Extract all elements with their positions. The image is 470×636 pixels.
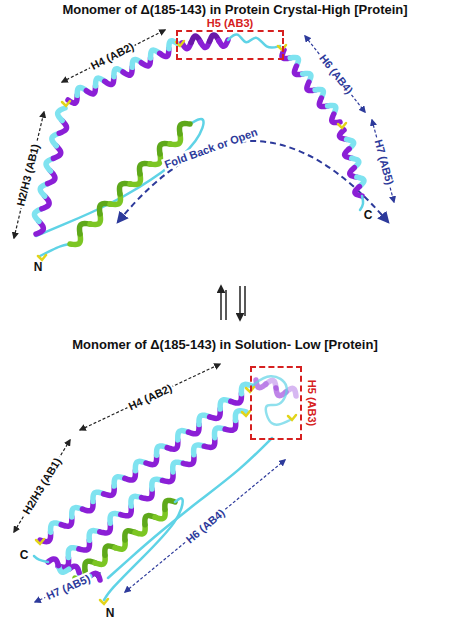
helix-label: H6 (AB4) [316, 50, 357, 97]
figure-heading: Monomer of Δ(185-143) in Solution- Low [… [72, 338, 377, 352]
side-chain-stick [62, 101, 70, 106]
coil-strand [360, 196, 363, 210]
figure-heading: Monomer of Δ(185-143) in Protein Crystal… [62, 3, 407, 17]
helix-ribbon [165, 500, 175, 509]
terminus-label: N [34, 261, 43, 274]
side-chain-stick [278, 45, 286, 50]
helix-span-leader [125, 460, 285, 592]
helix-label: H2/H3 (AB1) [19, 454, 64, 518]
helix-span-leader [14, 112, 44, 238]
region-box: H5 (AB3) [176, 30, 284, 60]
side-chain-stick [100, 599, 108, 604]
side-chain-stick [242, 411, 250, 416]
helix-ribbon [355, 187, 362, 196]
helix-span-leader [14, 440, 70, 532]
helix-label: H4 (AB2) [87, 39, 137, 73]
helix-ribbon [332, 114, 340, 123]
coil-strand [104, 498, 183, 600]
helix-span-leader [62, 30, 165, 82]
region-box: H5 (AB3) [250, 366, 302, 440]
side-chain-stick [38, 255, 46, 260]
helix-label: H7 (AB5) [372, 136, 397, 188]
coil-strand [40, 244, 70, 256]
helix-span-leader [305, 36, 365, 112]
coil-strand [36, 119, 204, 236]
equilibrium-arrow [239, 286, 241, 320]
helix-ribbon [219, 40, 228, 46]
coil-strand [228, 34, 280, 47]
terminus-label: C [20, 549, 29, 562]
helix-label: H6 (AB4) [182, 505, 228, 547]
side-chain-stick [288, 415, 296, 420]
coil-strand [34, 556, 48, 562]
helix-ribbon [48, 559, 58, 566]
helix-ribbon [179, 123, 190, 134]
region-label: H5 (AB3) [207, 17, 253, 29]
terminus-label: C [364, 209, 373, 222]
fold-label: Fold Back or Open [161, 125, 261, 171]
fold-arc [118, 141, 388, 222]
equilibrium-arrow [244, 286, 246, 316]
helix-ribbon [58, 108, 65, 121]
side-chain-stick [36, 539, 44, 544]
coil-strand [252, 376, 290, 424]
helix-label: H4 (AB2) [125, 381, 176, 413]
side-chain-stick [338, 123, 346, 128]
terminus-label: N [106, 607, 115, 620]
region-label: H5 (AB3) [306, 380, 318, 426]
coil-strand [108, 438, 272, 578]
equilibrium-arrow [220, 286, 222, 320]
helix-label: H7 (AB5) [42, 571, 93, 603]
helix-label: H2/H3 (AB1) [14, 141, 42, 209]
helix-span-leader [80, 364, 220, 430]
equilibrium-arrow [225, 290, 227, 320]
ribbon-model [34, 34, 364, 604]
